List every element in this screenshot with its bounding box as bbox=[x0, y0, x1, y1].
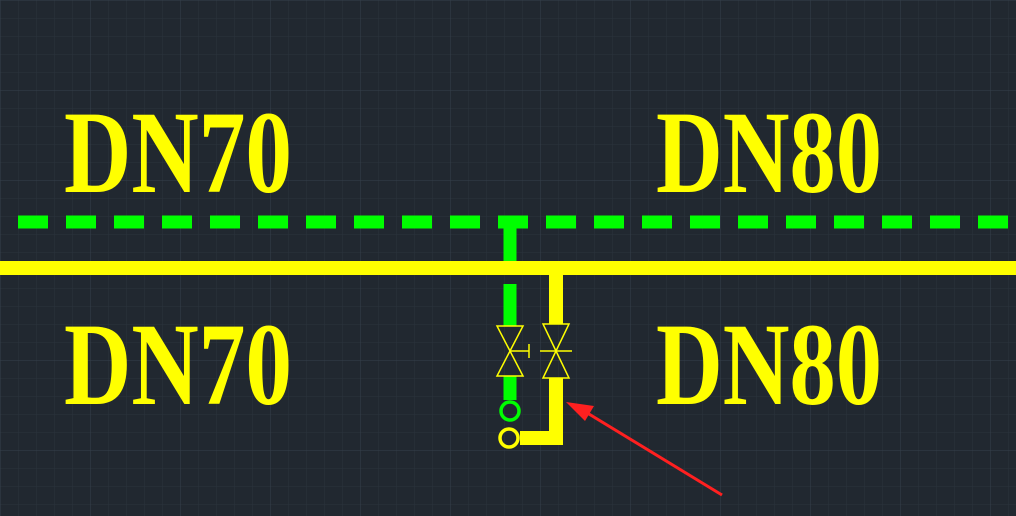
return-pipe-branch[interactable] bbox=[500, 215, 517, 262]
label-top-right: DN80 bbox=[656, 87, 882, 218]
supply-pipe-branch-lower[interactable] bbox=[520, 378, 563, 445]
supply-pipe-end-icon[interactable] bbox=[498, 427, 520, 449]
gate-valve-green-icon[interactable] bbox=[495, 325, 530, 377]
gate-valve-yellow-icon[interactable] bbox=[540, 323, 572, 379]
label-bottom-right: DN80 bbox=[656, 299, 882, 430]
supply-pipe-branch[interactable] bbox=[538, 261, 563, 324]
red-arrow-icon bbox=[566, 402, 723, 497]
label-bottom-left: DN70 bbox=[64, 299, 292, 430]
label-top-left: DN70 bbox=[64, 87, 292, 218]
return-pipe-end-icon[interactable] bbox=[499, 400, 521, 422]
